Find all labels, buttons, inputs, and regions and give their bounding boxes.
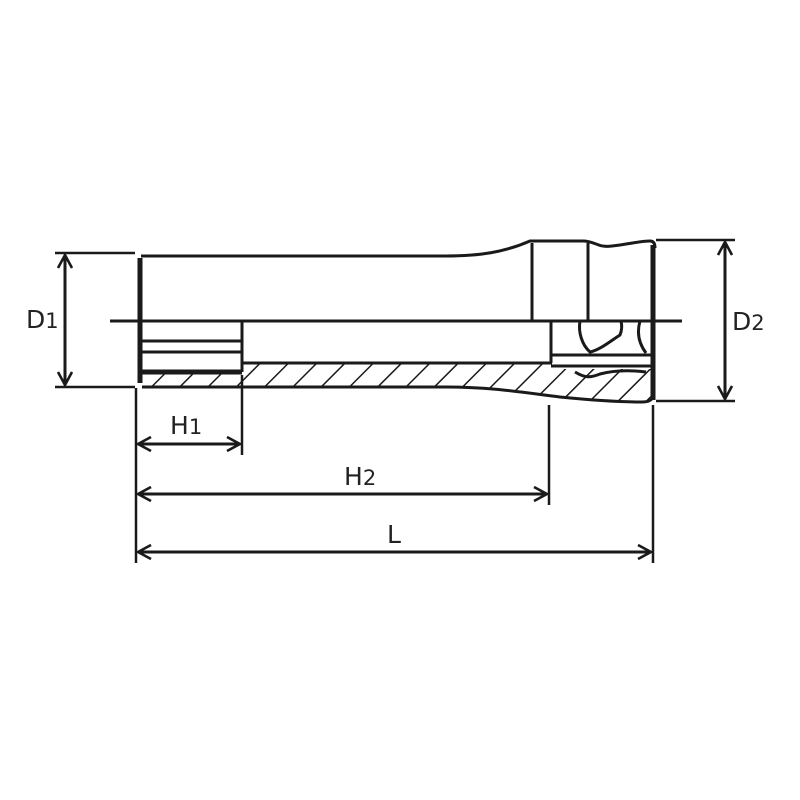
extension-lines [55, 238, 735, 563]
label-d1: D1 [26, 305, 59, 334]
label-h2: H2 [344, 462, 376, 491]
socket-cross-section [142, 320, 655, 404]
label-l: L [387, 520, 401, 549]
label-d2: D2 [732, 307, 765, 336]
label-h1: H1 [170, 411, 202, 440]
socket-body [110, 239, 682, 400]
dimension-lines [65, 242, 725, 552]
